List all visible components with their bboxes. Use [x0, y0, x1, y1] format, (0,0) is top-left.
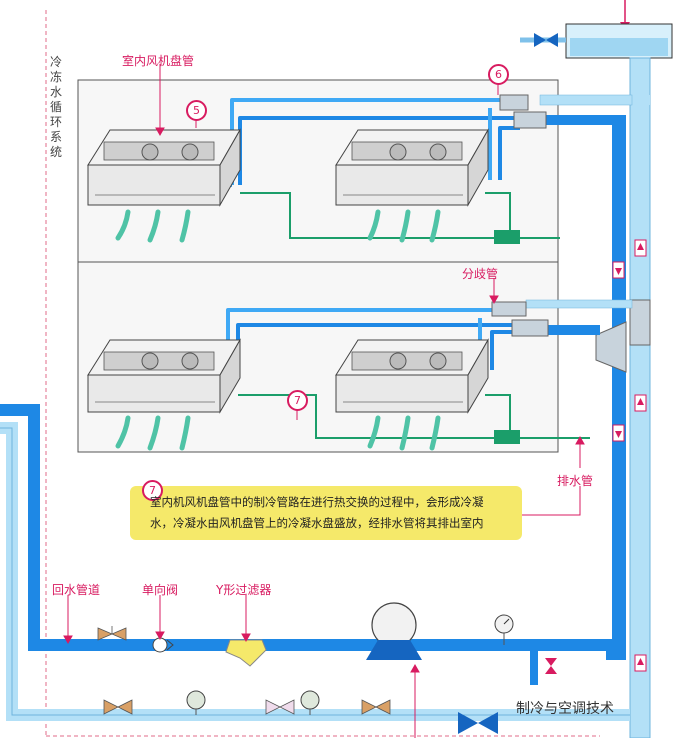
fan-coil-unit-3	[87, 338, 241, 414]
fan-coil-unit-4	[335, 338, 489, 414]
lower-tee-fittings-branch	[491, 301, 549, 337]
upper-drain-pipe	[240, 192, 560, 239]
tank-inlet-valve	[534, 33, 558, 47]
airflow-arrows	[115, 209, 441, 451]
riser-arrow-glyphs	[615, 243, 644, 665]
lower-drain-trap	[494, 430, 520, 444]
gate-valve	[97, 626, 127, 641]
return-main-pipe	[0, 404, 618, 660]
badge-7: 7	[287, 390, 308, 411]
return-riser	[612, 115, 626, 660]
upper-drain-trap	[494, 230, 520, 244]
upper-tee-fittings	[499, 94, 547, 129]
riser-top-link	[630, 95, 650, 105]
room-outline	[45, 10, 600, 737]
supply-line-fittings	[103, 690, 498, 734]
supply-branch-lower	[525, 299, 633, 309]
note-line-2: 水，冷凝水由风机盘管上的冷凝水盘盛放，经排水管将其排出室内	[150, 516, 484, 530]
drain-pipe-label: 排水管	[557, 474, 594, 488]
condensate-note: 7 室内机风机盘管中的制冷管路在进行热交换的过程中，会形成冷凝 水，冷凝水由风机…	[130, 480, 522, 540]
drain-off-valve	[530, 650, 557, 685]
branch-pipe-label: 分歧管	[462, 267, 499, 281]
note-line-1: 室内机风机盘管中的制冷管路在进行热交换的过程中，会形成冷凝	[150, 495, 484, 509]
fan-coil-unit-2	[335, 128, 489, 207]
fan-coil-unit-1	[87, 128, 241, 207]
indoor-fcu-label: 室内风机盘管	[122, 54, 195, 68]
y-filter-label: Y形过滤器	[216, 583, 272, 597]
lower-tee-fittings	[595, 299, 651, 373]
return-branch-upper	[540, 115, 626, 125]
note-text: 室内机风机盘管中的制冷管路在进行热交换的过程中，会形成冷凝 水，冷凝水由风机盘管…	[150, 492, 520, 534]
watermark: 制冷与空调技术	[516, 701, 614, 717]
system-label: 冷冻水循环系统	[50, 55, 63, 159]
badge-6: 6	[488, 64, 509, 85]
supply-main-pipe-edge	[0, 427, 630, 716]
supply-branch-upper	[539, 94, 633, 106]
circulating-pump	[366, 602, 422, 660]
badge-5: 5	[186, 100, 207, 121]
lower-drain-pipe	[238, 394, 590, 439]
return-pipe-label: 回水管道	[52, 583, 101, 597]
note-badge-7: 7	[142, 480, 163, 501]
return-branch-lower	[540, 325, 600, 335]
pressure-gauge-return	[494, 614, 514, 645]
y-strainer	[225, 639, 267, 667]
check-valve-label: 单向阀	[142, 583, 179, 597]
expansion-tank	[565, 23, 673, 59]
